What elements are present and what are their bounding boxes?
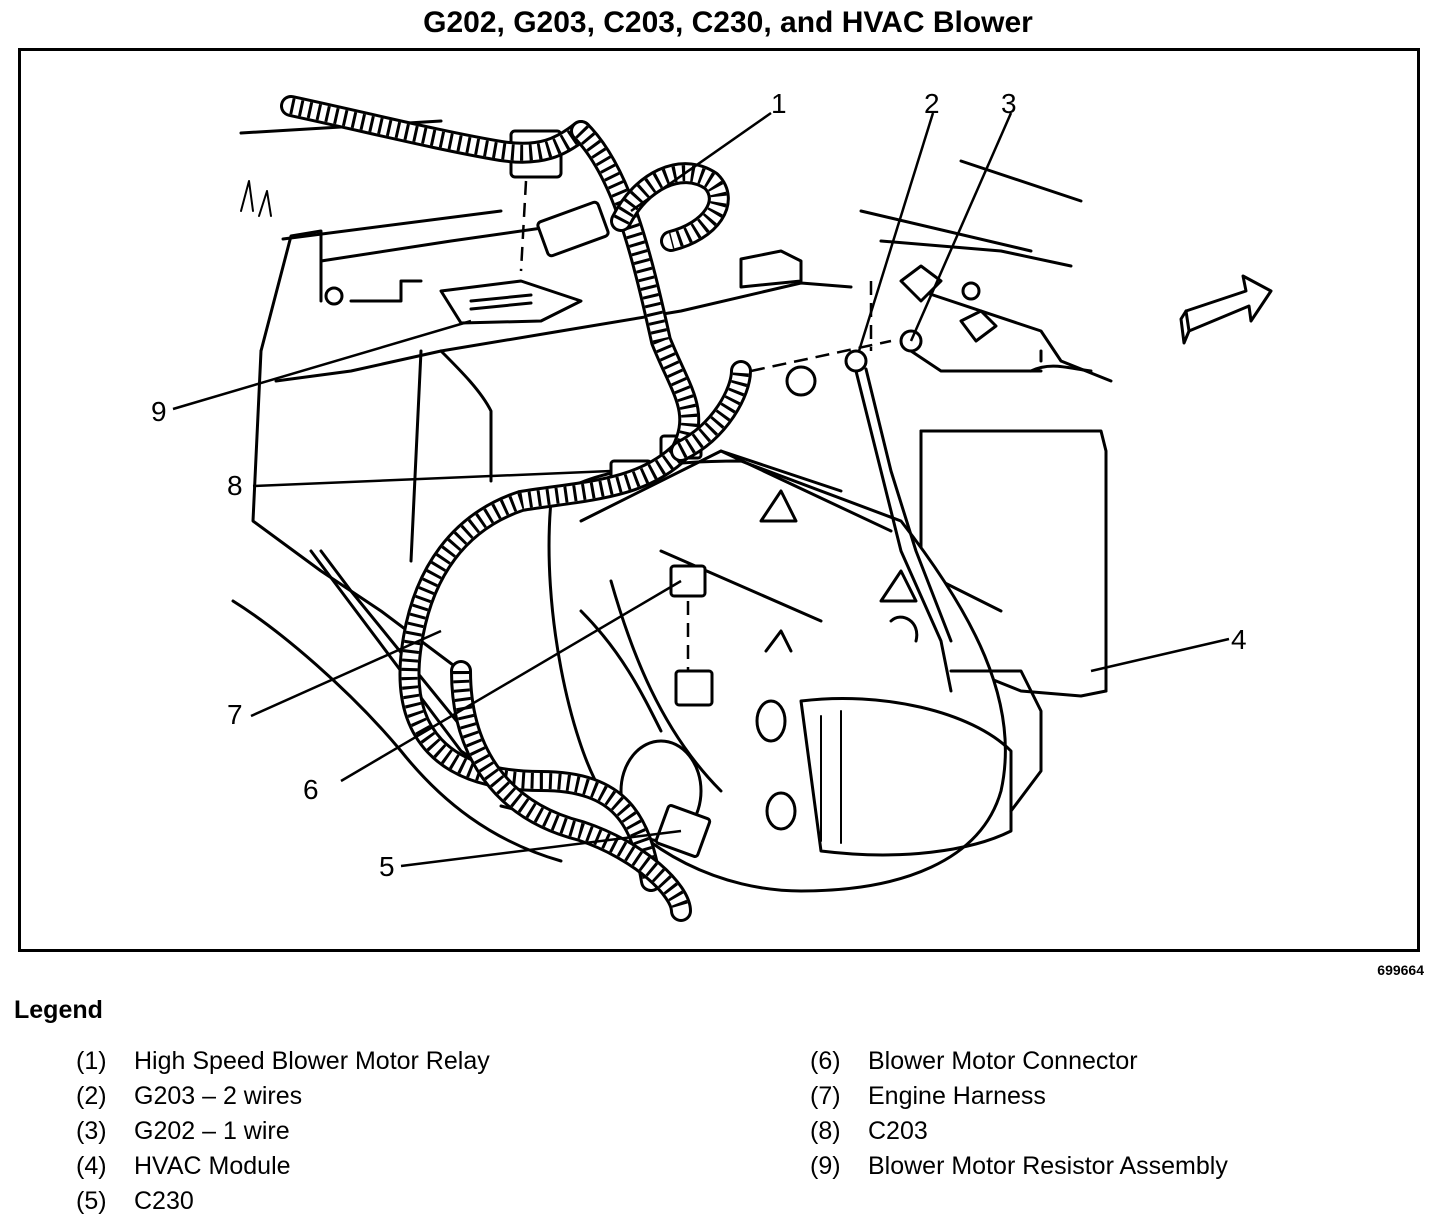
legend-item: (5) C230 bbox=[76, 1184, 490, 1219]
legend-label: HVAC Module bbox=[134, 1152, 291, 1180]
legend-column-left: (1) High Speed Blower Motor Relay (2) G2… bbox=[76, 1044, 490, 1219]
legend-number: (5) bbox=[76, 1187, 107, 1215]
callout-1: 1 bbox=[771, 88, 787, 119]
callout-7: 7 bbox=[227, 699, 243, 730]
hvac-module bbox=[547, 449, 1043, 893]
diagram-figure: 1 2 3 4 5 6 7 8 9 bbox=[18, 48, 1420, 952]
legend-label: G202 – 1 wire bbox=[134, 1117, 290, 1145]
legend-item: (6) Blower Motor Connector bbox=[810, 1044, 1228, 1079]
callout-4: 4 bbox=[1231, 624, 1247, 655]
legend-item: (4) HVAC Module bbox=[76, 1149, 490, 1184]
legend-label: Blower Motor Connector bbox=[868, 1047, 1138, 1075]
legend-item: (7) Engine Harness bbox=[810, 1079, 1228, 1114]
callout-labels: 1 2 3 4 5 6 7 8 9 bbox=[151, 88, 1247, 882]
engine-outline bbox=[231, 119, 1113, 863]
legend-number: (4) bbox=[76, 1152, 107, 1180]
legend-number: (6) bbox=[810, 1047, 841, 1075]
legend-column-right: (6) Blower Motor Connector (7) Engine Ha… bbox=[810, 1044, 1228, 1184]
up-arrow-icon bbox=[240, 180, 272, 217]
figure-id: 699664 bbox=[1377, 962, 1424, 978]
resistor-assembly bbox=[324, 279, 583, 325]
callout-leaders bbox=[172, 111, 1230, 868]
callout-9: 9 bbox=[151, 396, 167, 427]
callout-3: 3 bbox=[1001, 88, 1017, 119]
legend-label: C203 bbox=[868, 1117, 928, 1145]
callout-5: 5 bbox=[379, 851, 395, 882]
legend-label: C230 bbox=[134, 1187, 194, 1215]
legend-label: Engine Harness bbox=[868, 1082, 1046, 1110]
engine-harness bbox=[280, 95, 752, 922]
legend-number: (9) bbox=[810, 1152, 841, 1180]
legend-number: (7) bbox=[810, 1082, 841, 1110]
legend-item: (2) G203 – 2 wires bbox=[76, 1079, 490, 1114]
legend-item: (3) G202 – 1 wire bbox=[76, 1114, 490, 1149]
legend-number: (1) bbox=[76, 1047, 107, 1075]
legend-item: (8) C203 bbox=[810, 1114, 1228, 1149]
legend-number: (2) bbox=[76, 1082, 107, 1110]
legend-label: Blower Motor Resistor Assembly bbox=[868, 1152, 1228, 1180]
legend-heading: Legend bbox=[14, 996, 103, 1024]
diagram-title: G202, G203, C203, C230, and HVAC Blower bbox=[423, 6, 1033, 39]
legend-item: (1) High Speed Blower Motor Relay bbox=[76, 1044, 490, 1079]
legend-item: (9) Blower Motor Resistor Assembly bbox=[810, 1149, 1228, 1184]
legend-number: (8) bbox=[810, 1117, 841, 1145]
blower-illustration: 1 2 3 4 5 6 7 8 9 bbox=[151, 88, 1273, 922]
forward-arrow-icon bbox=[1179, 274, 1273, 345]
callout-8: 8 bbox=[227, 470, 243, 501]
legend-number: (3) bbox=[76, 1117, 107, 1145]
callout-6: 6 bbox=[303, 774, 319, 805]
legend-label: High Speed Blower Motor Relay bbox=[134, 1047, 490, 1075]
callout-2: 2 bbox=[924, 88, 940, 119]
legend-label: G203 – 2 wires bbox=[134, 1082, 303, 1110]
